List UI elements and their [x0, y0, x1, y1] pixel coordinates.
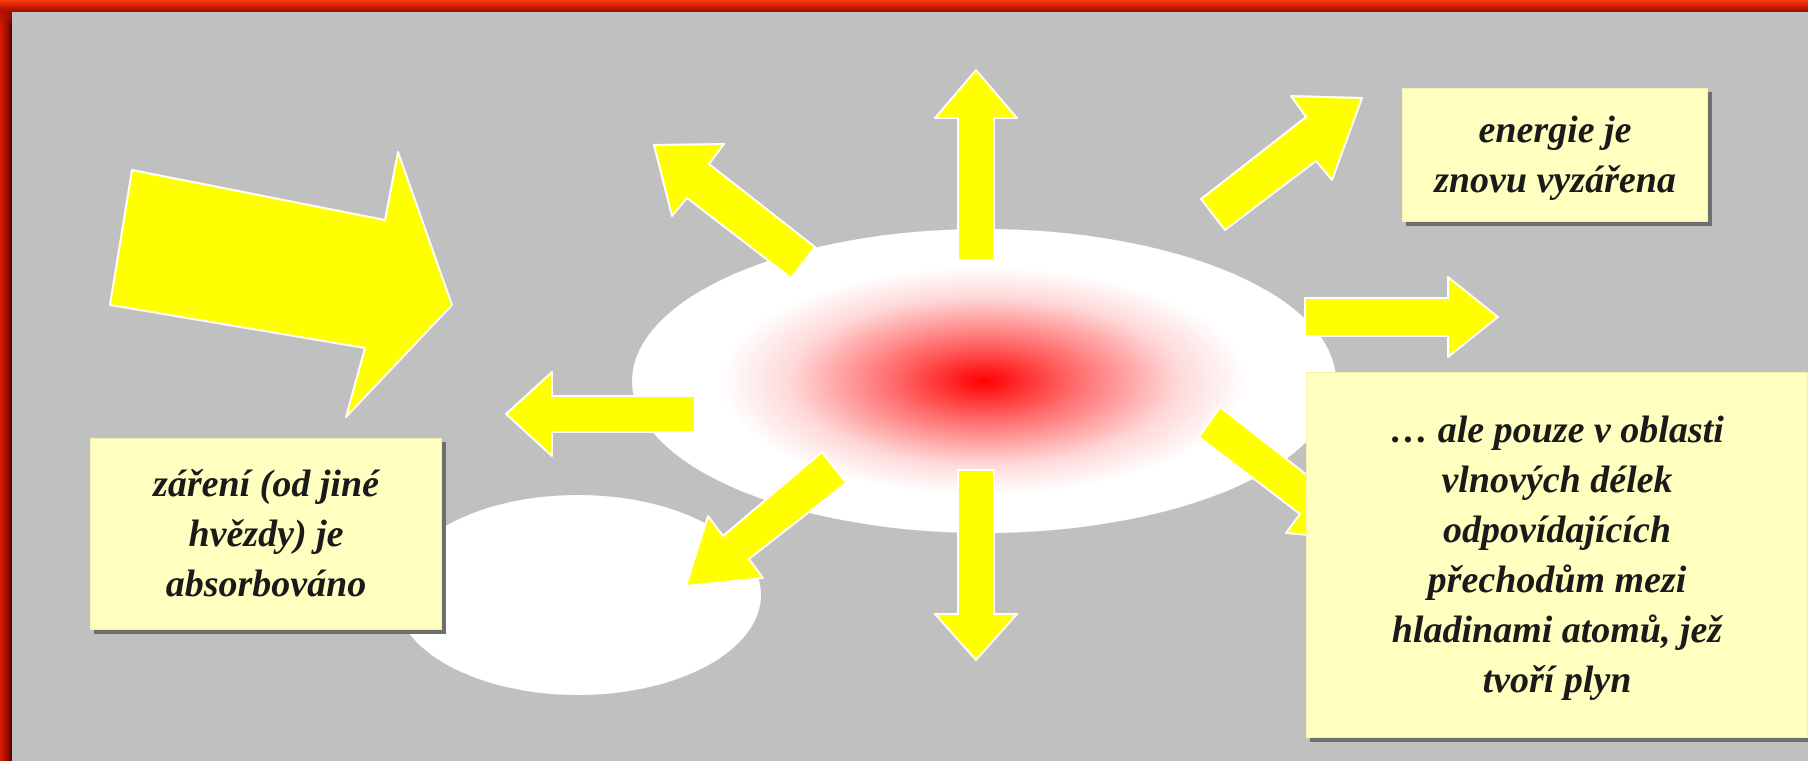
- absorbed-label-box: záření (od jiné hvězdy) je absorbováno: [90, 438, 442, 630]
- reemitted-label-box: energie je znovu vyzářena: [1402, 88, 1708, 222]
- emission-arrow-right: [1305, 277, 1498, 357]
- incoming-radiation-arrow: [110, 152, 452, 417]
- spectral-lines-label: … ale pouze v oblasti vlnových délek odp…: [1390, 405, 1724, 705]
- reemitted-label: energie je znovu vyzářena: [1434, 105, 1676, 205]
- absorbed-label: záření (od jiné hvězdy) je absorbováno: [153, 459, 379, 609]
- spectral-lines-label-box: … ale pouze v oblasti vlnových délek odp…: [1306, 372, 1808, 738]
- emission-arrow-upper-left: [654, 144, 815, 278]
- emission-arrow-upper-right: [1201, 96, 1362, 230]
